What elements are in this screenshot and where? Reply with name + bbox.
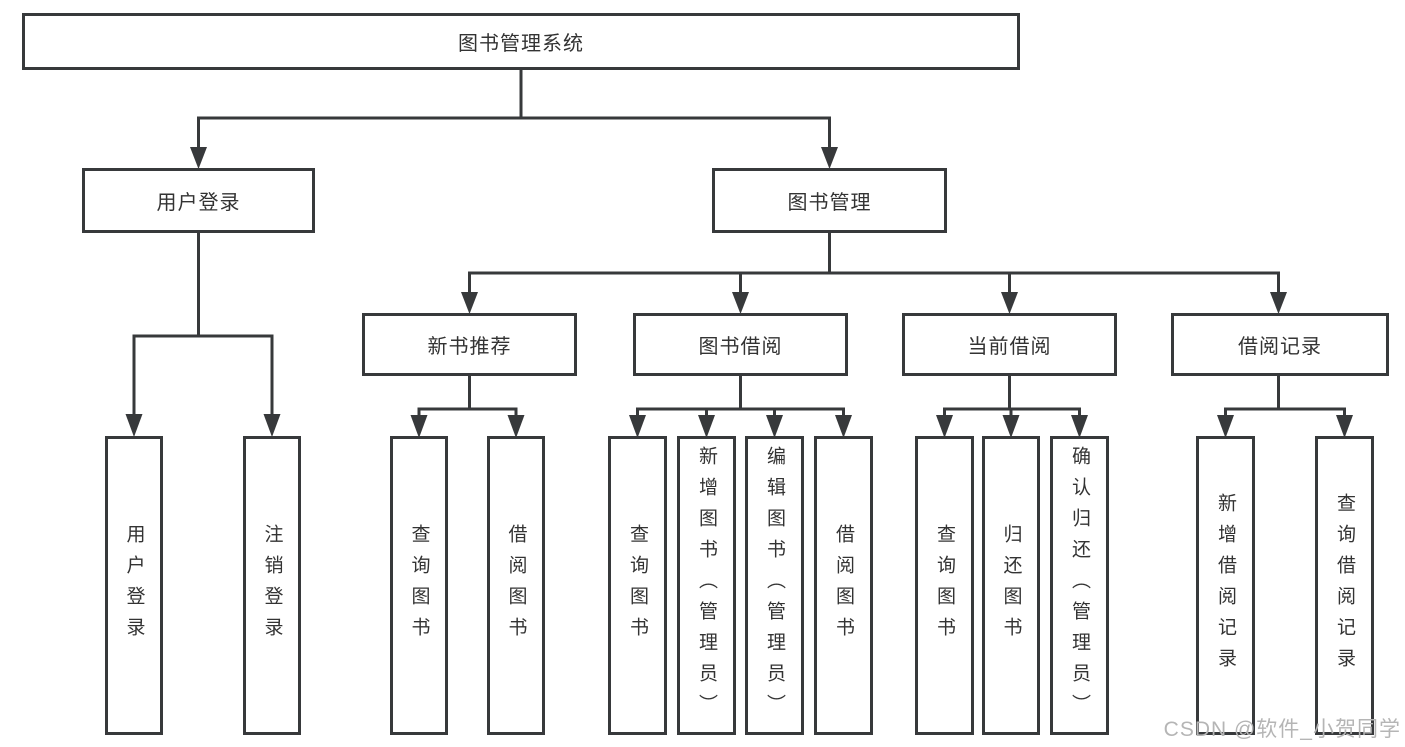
node-label: 图书管理系统	[458, 33, 584, 55]
node-label: 借阅图书	[505, 523, 527, 648]
leaf-borrow-books-recommend: 借阅图书	[487, 436, 545, 735]
watermark: CSDN @软件_小贺同学	[1163, 718, 1401, 741]
leaf-user-login: 用户登录	[105, 436, 163, 735]
node-label: 新增借阅记录	[1215, 492, 1236, 679]
node-new-book-recommend: 新书推荐	[362, 313, 577, 376]
leaf-confirm-return-admin: 确认归还（管理员）	[1050, 436, 1109, 735]
node-label: 用户登录	[156, 192, 241, 214]
leaf-query-books-borrow: 查询图书	[608, 436, 667, 735]
node-label: 查询图书	[627, 523, 648, 648]
node-label: 新书推荐	[427, 336, 512, 358]
node-borrow-records: 借阅记录	[1171, 313, 1389, 376]
leaf-logout: 注销登录	[243, 436, 301, 735]
node-book-management: 图书管理	[712, 168, 947, 233]
node-label: 借阅图书	[833, 523, 854, 648]
leaf-borrow-books: 借阅图书	[814, 436, 873, 735]
node-label: 编辑图书（管理员）	[764, 446, 785, 725]
node-label: 用户登录	[123, 523, 145, 648]
node-label: 归还图书	[1000, 523, 1022, 648]
leaf-query-books-current: 查询图书	[915, 436, 974, 735]
leaf-query-books-recommend: 查询图书	[390, 436, 448, 735]
node-label: 借阅记录	[1238, 336, 1322, 358]
leaf-query-borrow-record: 查询借阅记录	[1315, 436, 1374, 735]
node-label: 注销登录	[261, 523, 283, 648]
node-label: 图书管理	[787, 192, 872, 214]
node-library-system: 图书管理系统	[22, 13, 1020, 70]
node-label: 查询借阅记录	[1334, 492, 1355, 679]
node-label: 确认归还（管理员）	[1069, 446, 1090, 725]
node-label: 当前借阅	[967, 336, 1052, 358]
node-label: 查询图书	[408, 523, 430, 648]
node-label: 图书借阅	[698, 336, 783, 358]
leaf-return-book: 归还图书	[982, 436, 1040, 735]
leaf-add-book-admin: 新增图书（管理员）	[677, 436, 736, 735]
node-user-login: 用户登录	[82, 168, 315, 233]
node-current-borrow: 当前借阅	[902, 313, 1117, 376]
node-label: 查询图书	[934, 523, 955, 648]
leaf-add-borrow-record: 新增借阅记录	[1196, 436, 1255, 735]
node-label: 新增图书（管理员）	[696, 446, 717, 725]
node-book-borrow: 图书借阅	[633, 313, 848, 376]
leaf-edit-book-admin: 编辑图书（管理员）	[745, 436, 804, 735]
